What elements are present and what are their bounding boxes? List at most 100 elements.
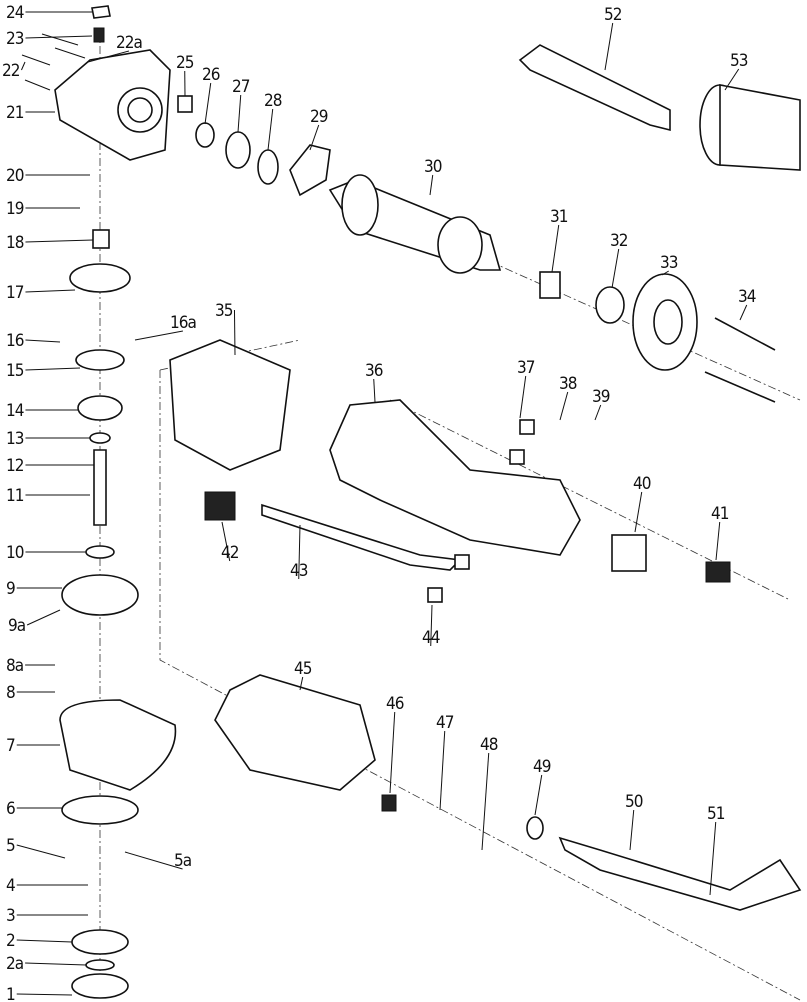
- leader-line: [16, 844, 66, 859]
- part-number-text: 53: [730, 51, 748, 71]
- leader-line: [373, 378, 376, 403]
- part-label-49: 49: [533, 757, 552, 816]
- part-label-29: 29: [309, 107, 329, 151]
- part-label-42: 42: [221, 521, 240, 563]
- part-label-3: 3: [6, 906, 88, 926]
- part-number-text: 47: [436, 713, 454, 733]
- leader-line: [709, 821, 717, 896]
- part-number-text: 3: [6, 906, 15, 926]
- part-number-text: 38: [559, 374, 577, 394]
- part-number-text: 39: [592, 387, 610, 407]
- leader-line: [534, 774, 543, 816]
- leader-line: [26, 609, 61, 626]
- part-number-text: 5a: [174, 851, 191, 871]
- part-label-38: 38: [559, 374, 578, 421]
- part-label-10: 10: [6, 543, 86, 563]
- leader-line: [204, 82, 212, 125]
- part-label-32: 32: [610, 231, 629, 289]
- leader-line: [430, 604, 433, 647]
- part-label-1: 1: [6, 985, 73, 1002]
- part-number-text: 8: [6, 683, 15, 703]
- part-number-text: 9a: [8, 616, 25, 636]
- part-label-5a: 5a: [124, 851, 192, 871]
- leader-line: [551, 224, 560, 273]
- part-label-12: 12: [6, 456, 94, 476]
- part-label-18: 18: [6, 233, 94, 253]
- motor-housing-parts: [169, 339, 731, 603]
- part-label-28: 28: [264, 91, 283, 151]
- part-number-text: 45: [294, 659, 312, 679]
- part-number-text: 25: [176, 53, 194, 73]
- part-label-21: 21: [6, 103, 55, 123]
- part-number-text: 41: [711, 504, 729, 524]
- leader-line: [237, 94, 242, 133]
- motor-cover-part: [214, 674, 802, 911]
- part-number-text: 18: [6, 233, 24, 253]
- part-label-2a: 2a: [6, 954, 87, 974]
- spindle-parts: [177, 95, 331, 197]
- part-label-4: 4: [6, 876, 88, 896]
- part-number-text: 22a: [116, 33, 142, 53]
- part-number-text: 19: [6, 199, 24, 219]
- leader-line: [481, 752, 490, 851]
- part-label-45: 45: [294, 659, 313, 691]
- part-number-text: 13: [6, 429, 24, 449]
- part-number-text: 48: [480, 735, 498, 755]
- part-label-9a: 9a: [8, 609, 61, 636]
- part-label-41: 41: [711, 504, 730, 561]
- part-number-text: 28: [264, 91, 282, 111]
- part-number-text: 37: [517, 358, 535, 378]
- part-label-15: 15: [6, 361, 81, 381]
- part-number-text: 10: [6, 543, 24, 563]
- part-number-text: 35: [215, 301, 233, 321]
- part-number-text: 31: [550, 207, 568, 227]
- leader-line: [299, 676, 304, 691]
- part-label-26: 26: [202, 65, 221, 125]
- part-label-46: 46: [386, 694, 405, 794]
- leader-line: [661, 270, 669, 276]
- part-number-text: 24: [6, 3, 24, 23]
- leader-line: [25, 962, 87, 966]
- part-label-24: 24: [6, 3, 92, 23]
- part-number-text: 14: [6, 401, 24, 421]
- part-label-44: 44: [422, 604, 441, 648]
- part-number-text: 46: [386, 694, 404, 714]
- leader-line: [629, 809, 635, 851]
- leader-line: [724, 68, 740, 91]
- part-number-text: 42: [221, 543, 239, 563]
- leader-line: [21, 61, 26, 71]
- leader-line: [389, 711, 396, 794]
- part-label-16a: 16a: [134, 313, 197, 341]
- part-number-text: 23: [6, 29, 24, 49]
- part-number-text: 49: [533, 757, 551, 777]
- part-number-text: 33: [660, 253, 678, 273]
- leader-line: [233, 309, 236, 356]
- part-number-text: 8a: [6, 656, 23, 676]
- leader-line: [25, 339, 61, 343]
- leader-line: [16, 993, 73, 996]
- leader-line: [604, 22, 614, 71]
- leader-line: [519, 375, 527, 419]
- part-number-text: 21: [6, 103, 24, 123]
- leader-line: [267, 108, 274, 151]
- leader-line: [298, 524, 301, 580]
- part-number-text: 51: [707, 804, 725, 824]
- part-number-text: 52: [604, 5, 622, 25]
- part-number-text: 16a: [170, 313, 196, 333]
- part-label-19: 19: [6, 199, 80, 219]
- part-label-9: 9: [6, 579, 62, 599]
- part-label-11: 11: [6, 486, 90, 506]
- part-number-text: 30: [424, 157, 442, 177]
- part-number-text: 12: [6, 456, 24, 476]
- part-label-37: 37: [517, 358, 536, 419]
- part-number-text: 26: [202, 65, 220, 85]
- part-label-36: 36: [365, 361, 384, 403]
- part-label-13: 13: [6, 429, 90, 449]
- part-label-14: 14: [6, 401, 78, 421]
- part-number-text: 4: [6, 876, 15, 896]
- part-label-27: 27: [232, 77, 251, 133]
- leader-line: [25, 289, 76, 293]
- leader-line: [739, 304, 748, 321]
- leader-line: [439, 730, 446, 811]
